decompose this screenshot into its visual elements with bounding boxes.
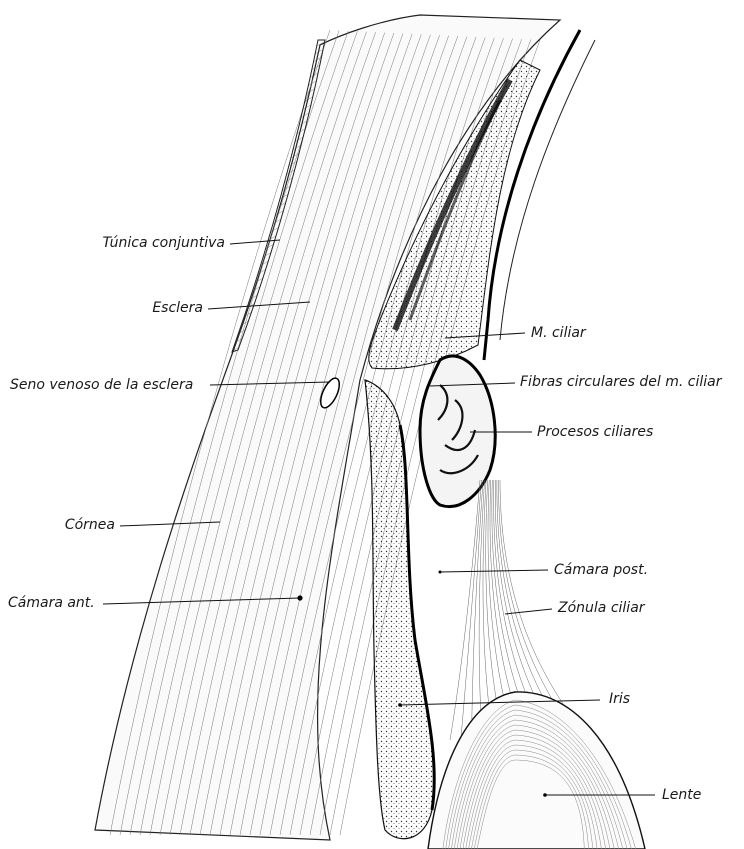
label-m-ciliar: M. ciliar — [531, 325, 586, 341]
label-iris: Iris — [609, 691, 630, 707]
label-camara-post: Cámara post. — [554, 562, 648, 578]
label-esclera: Esclera — [20, 300, 203, 316]
label-tunica-conjuntiva: Túnica conjuntiva — [20, 235, 225, 251]
label-camara-ant: Cámara ant. — [8, 595, 95, 611]
label-zonula-ciliar: Zónula ciliar — [558, 600, 645, 616]
label-cornea: Córnea — [20, 517, 115, 533]
label-fibras-circulares: Fibras circulares del m. ciliar — [520, 374, 721, 390]
label-procesos-ciliares: Procesos ciliares — [537, 424, 653, 440]
label-lente: Lente — [662, 787, 701, 803]
label-seno-venoso: Seno venoso de la esclera — [10, 377, 193, 393]
